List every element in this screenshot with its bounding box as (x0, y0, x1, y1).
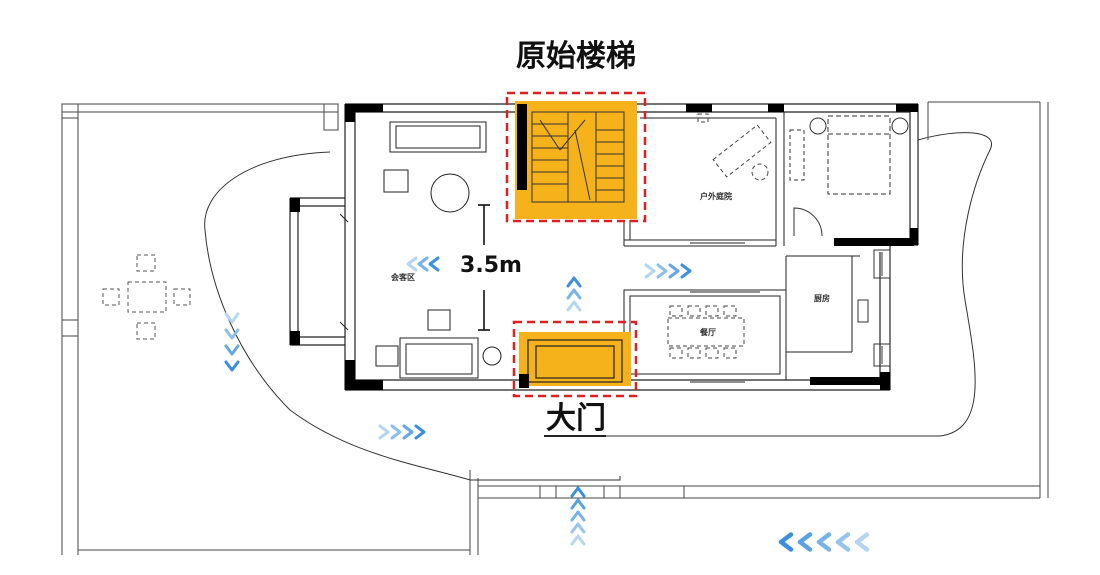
chevron-arrow-icon (224, 344, 240, 356)
main-door-area (512, 320, 638, 398)
wall-columns (290, 104, 918, 390)
dining-label: 餐厅 (699, 327, 716, 337)
chevron-arrow-icon (224, 360, 240, 372)
chevron-arrow-icon (224, 312, 240, 324)
courtyard-desk (697, 113, 772, 181)
chevron-arrow-icon (570, 510, 586, 522)
chevron-arrow-icon (680, 263, 692, 279)
chevron-arrow-icon (570, 498, 586, 510)
chevron-arrow-icon (417, 256, 429, 272)
span-dimension-label: 3.5m (460, 253, 522, 278)
door-icon (527, 339, 623, 383)
chevron-arrow-icon (797, 532, 813, 552)
chevron-arrow-icon (570, 486, 586, 498)
chevron-arrow-icon (428, 256, 440, 272)
main-door-label: 大门 (546, 401, 606, 436)
left-terrace (61, 103, 479, 555)
arrow-hall-right (644, 263, 692, 279)
original-stairs-label: 原始楼梯 (516, 39, 636, 74)
chevron-arrow-icon (835, 532, 851, 552)
arrow-entry-up (570, 486, 586, 546)
chevron-arrow-icon (778, 532, 794, 552)
door-highlight-border (512, 320, 638, 398)
arrow-terrace-down (224, 312, 240, 372)
flow-arrows (224, 256, 870, 552)
chevron-arrow-icon (566, 276, 582, 288)
arrow-bottom-left (778, 532, 870, 552)
reception-furniture (339, 121, 502, 379)
interior-partitions (623, 111, 910, 383)
arrow-reception-left (406, 256, 440, 272)
original-stairs (505, 91, 647, 223)
bedroom-furniture (789, 115, 909, 237)
chevron-arrow-icon (816, 532, 832, 552)
kitchen-label: 厨房 (814, 293, 830, 303)
chevron-arrow-icon (644, 263, 656, 279)
chevron-arrow-icon (668, 263, 680, 279)
outdoor-table (102, 254, 191, 340)
reception-area-label: 会客区 (391, 272, 415, 282)
garden-path-outline-right (600, 132, 993, 437)
stairs-highlight-border (505, 91, 647, 223)
chevron-arrow-icon (656, 263, 668, 279)
dimension-line (478, 204, 490, 331)
chevron-arrow-icon (390, 424, 402, 440)
chevron-arrow-icon (402, 424, 414, 440)
chevron-arrow-icon (570, 534, 586, 546)
chevron-arrow-icon (566, 300, 582, 312)
chevron-arrow-icon (378, 424, 390, 440)
chevron-arrow-icon (570, 522, 586, 534)
garden-path-outline (204, 151, 621, 481)
chevron-arrow-icon (414, 424, 426, 440)
chevron-arrow-icon (224, 328, 240, 340)
chevron-arrow-icon (854, 532, 870, 552)
side-windows (857, 249, 891, 367)
site-boundary (478, 101, 1049, 499)
courtyard-label: 户外庭院 (700, 191, 732, 201)
stair-icon (531, 111, 625, 203)
chevron-arrow-icon (406, 256, 418, 272)
arrow-terrace-right (378, 424, 426, 440)
dining-table (667, 305, 745, 359)
chevron-arrow-icon (566, 288, 582, 300)
arrow-door-up (566, 276, 582, 312)
door-highlight-fill (519, 332, 631, 386)
